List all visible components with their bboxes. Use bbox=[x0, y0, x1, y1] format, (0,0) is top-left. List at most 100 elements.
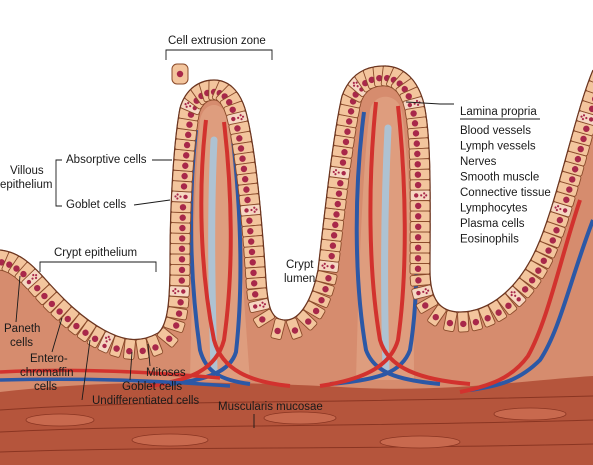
label-mitoses: Mitoses bbox=[146, 367, 186, 379]
epithelial-cell bbox=[409, 210, 431, 223]
label-enterochromaffin-line3: cells bbox=[34, 381, 57, 393]
leader-goblet-cells-crypt bbox=[129, 351, 133, 381]
lamina-propria-item: Lymphocytes bbox=[460, 203, 528, 215]
epithelial-cell bbox=[530, 250, 554, 269]
lymph-vessel bbox=[381, 124, 392, 374]
brush-border bbox=[0, 65, 593, 340]
epithelial-cell bbox=[167, 295, 190, 309]
muscle-cell bbox=[263, 411, 337, 425]
epithelial-cell bbox=[244, 255, 266, 269]
label-crypt-lumen-line2: lumen bbox=[284, 273, 315, 285]
label-goblet-cells-villus: Goblet cells bbox=[66, 199, 126, 211]
epithelial-cell bbox=[409, 200, 431, 212]
lamina-propria-item: Smooth muscle bbox=[460, 172, 539, 184]
epithelial-cell bbox=[168, 285, 190, 298]
mucosa-tissue bbox=[0, 66, 593, 465]
label-absorptive-cells: Absorptive cells bbox=[66, 154, 147, 166]
label-enterochromaffin-line1: Entero- bbox=[30, 353, 68, 365]
epithelial-cell bbox=[443, 310, 458, 333]
epithelial-cell bbox=[163, 316, 186, 333]
lamina-propria-item: Blood vessels bbox=[460, 125, 531, 137]
epithelial-cell bbox=[457, 311, 470, 333]
muscle-cell bbox=[379, 435, 461, 449]
epithelial-cell bbox=[169, 274, 191, 287]
label-villous-epithelium-line2: epithelium bbox=[0, 179, 52, 191]
epithelial-cell bbox=[170, 201, 192, 214]
epithelial-cell bbox=[409, 221, 431, 233]
epithelial-cell bbox=[169, 222, 191, 234]
muscle-cell bbox=[25, 413, 95, 427]
leader-paneth-cells bbox=[15, 275, 21, 323]
epithelial-cell bbox=[320, 238, 342, 253]
bracket-cell-extrusion-zone bbox=[165, 49, 273, 60]
lamina-propria-item: Eosinophils bbox=[460, 234, 519, 246]
label-enterochromaffin-line2: chromaffin bbox=[20, 367, 73, 379]
extruding-cell bbox=[171, 63, 189, 85]
epithelial-cell bbox=[245, 276, 267, 290]
epithelial-cell bbox=[223, 100, 246, 118]
epithelial-cell bbox=[409, 179, 431, 191]
artery bbox=[368, 101, 471, 386]
epithelial-cell bbox=[497, 293, 518, 315]
label-villous-epithelium-line1: Villous bbox=[10, 165, 44, 177]
epithelial-cell bbox=[336, 114, 359, 129]
epithelium-layer bbox=[0, 65, 593, 360]
label-cell-extrusion-zone: Cell extrusion zone bbox=[168, 35, 266, 47]
artery bbox=[319, 105, 407, 388]
epithelial-cell bbox=[409, 252, 431, 265]
epithelial-cell bbox=[171, 169, 194, 183]
epithelial-cell bbox=[253, 308, 275, 328]
epithelial-cell bbox=[408, 147, 430, 160]
epithelial-cell bbox=[244, 266, 267, 279]
bracket-villous-epithelium bbox=[55, 159, 62, 207]
artery bbox=[459, 199, 582, 394]
epithelial-cell bbox=[409, 273, 432, 287]
artery bbox=[0, 368, 221, 380]
leader-undifferentiated bbox=[81, 339, 91, 401]
leader-enterochromaffin bbox=[51, 317, 63, 353]
epithelial-cell bbox=[171, 180, 193, 193]
lamina-propria-item: Lymph vessels bbox=[460, 141, 536, 153]
leader-lamina-propria bbox=[405, 101, 454, 105]
label-muscularis-mucosae: Muscularis mucosae bbox=[218, 401, 323, 413]
vein bbox=[0, 377, 231, 388]
epithelial-cell bbox=[296, 309, 318, 331]
label-undifferentiated-cells: Undifferentiated cells bbox=[92, 395, 199, 407]
artery bbox=[199, 119, 291, 388]
epithelial-cell bbox=[170, 190, 193, 203]
epithelial-cell bbox=[169, 264, 191, 276]
label-lamina-propria: Lamina propria bbox=[460, 106, 537, 118]
label-paneth-cells-line1: Paneth bbox=[4, 323, 40, 335]
epithelial-cell bbox=[409, 231, 431, 244]
epithelial-cell bbox=[409, 168, 431, 181]
lamina-propria-item: Connective tissue bbox=[460, 187, 551, 199]
epithelial-cell bbox=[322, 217, 345, 232]
label-crypt-lumen-line1: Crypt bbox=[286, 259, 314, 271]
epithelial-cell bbox=[169, 253, 191, 266]
epithelial-cell bbox=[170, 211, 192, 224]
label-paneth-cells-line2: cells bbox=[10, 337, 33, 349]
epithelial-cell bbox=[327, 176, 350, 190]
muscle-cell bbox=[493, 407, 567, 421]
bracket-crypt-epithelium bbox=[39, 261, 157, 272]
muscle-fiber-line bbox=[0, 395, 593, 411]
epithelial-cell bbox=[333, 134, 355, 149]
epithelial-cell bbox=[409, 263, 431, 275]
vein bbox=[469, 219, 593, 392]
epithelial-cell bbox=[146, 334, 164, 357]
epithelial-cell bbox=[123, 338, 136, 360]
epithelial-cell bbox=[409, 158, 431, 171]
epithelial-cell bbox=[488, 299, 507, 322]
muscle-cell bbox=[131, 433, 209, 447]
vein bbox=[354, 111, 441, 386]
epithelial-cell bbox=[411, 284, 434, 300]
epithelial-cell bbox=[399, 86, 422, 105]
epithelial-cell bbox=[243, 245, 265, 259]
epithelial-cell bbox=[246, 287, 268, 301]
epithelial-cell bbox=[409, 242, 431, 254]
lamina-propria-core-left bbox=[190, 105, 250, 380]
leader-mitoses bbox=[147, 343, 151, 367]
